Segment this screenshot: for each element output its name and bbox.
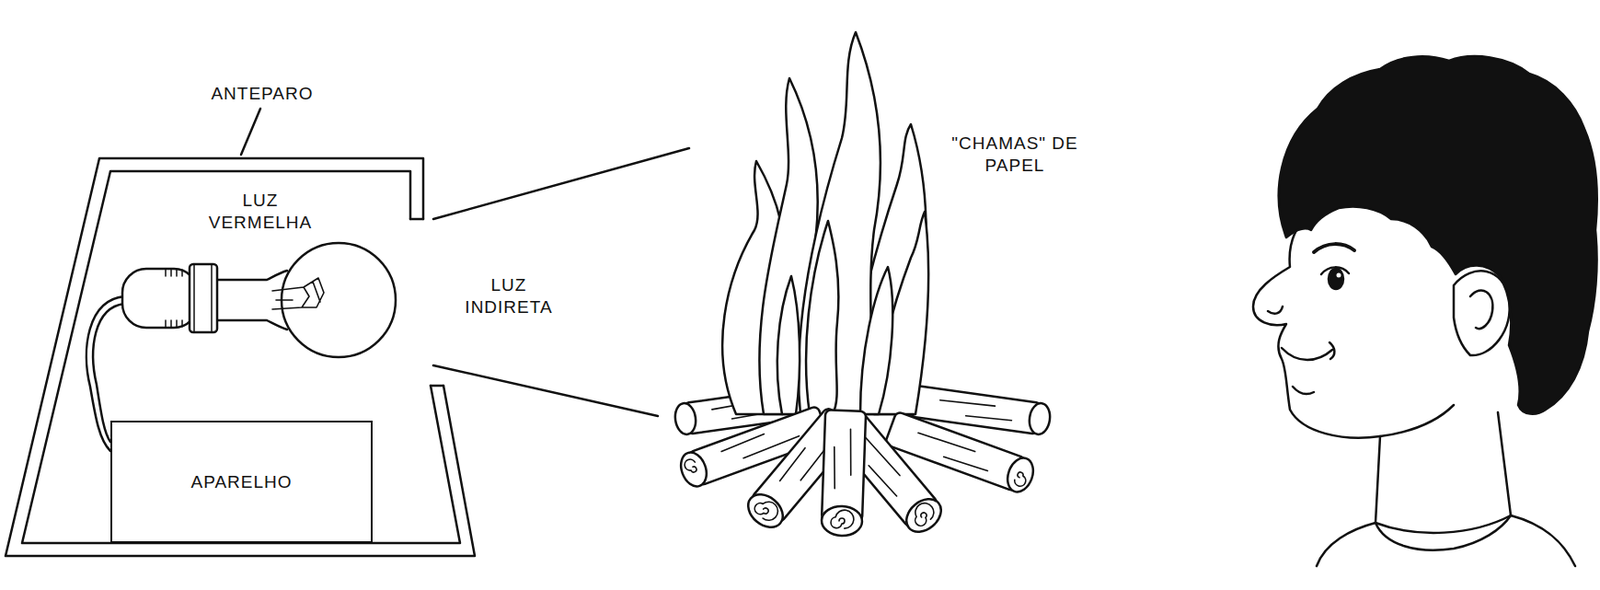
- screen-inner: [22, 171, 461, 543]
- leader-line: [241, 108, 261, 155]
- flame: [777, 276, 800, 415]
- box-label: APARELHO: [190, 471, 292, 494]
- light-ray: [433, 148, 690, 219]
- callout-label: LUZ INDIRETA: [448, 274, 569, 319]
- chin-line: [1292, 386, 1314, 394]
- light-ray: [433, 365, 658, 416]
- bulb-neck: [217, 279, 273, 321]
- bulb-globe: [281, 242, 396, 357]
- neck: [1375, 412, 1511, 523]
- screen-outline: [5, 158, 475, 556]
- eyebrow: [1313, 243, 1355, 253]
- collar: [1375, 515, 1511, 551]
- flame: [805, 220, 839, 415]
- socket-ticks: [165, 264, 212, 333]
- boy-figure: [1253, 56, 1598, 566]
- ear: [1453, 270, 1510, 356]
- ear-inner: [1470, 289, 1493, 329]
- screen-edge: [410, 218, 444, 386]
- lamp-socket: [122, 268, 198, 328]
- callout-label: LUZ VERMELHA: [191, 189, 330, 234]
- screen-outer: [5, 158, 475, 556]
- smile: [1281, 342, 1335, 360]
- log: [820, 409, 866, 536]
- device-box: APARELHO: [110, 420, 373, 543]
- eye-highlight: [1336, 273, 1342, 278]
- eye: [1328, 268, 1344, 289]
- paper-flames: [722, 32, 929, 415]
- red-light-bulb: [122, 242, 396, 357]
- filament: [272, 277, 324, 310]
- flame: [860, 266, 893, 415]
- callout-label: "CHAMAS" DE PAPEL: [927, 132, 1103, 177]
- callout-label: ANTEPARO: [207, 82, 318, 105]
- nostril: [1267, 306, 1283, 314]
- face-profile: [1253, 207, 1454, 438]
- hair: [1278, 56, 1598, 415]
- shirt: [1316, 515, 1576, 566]
